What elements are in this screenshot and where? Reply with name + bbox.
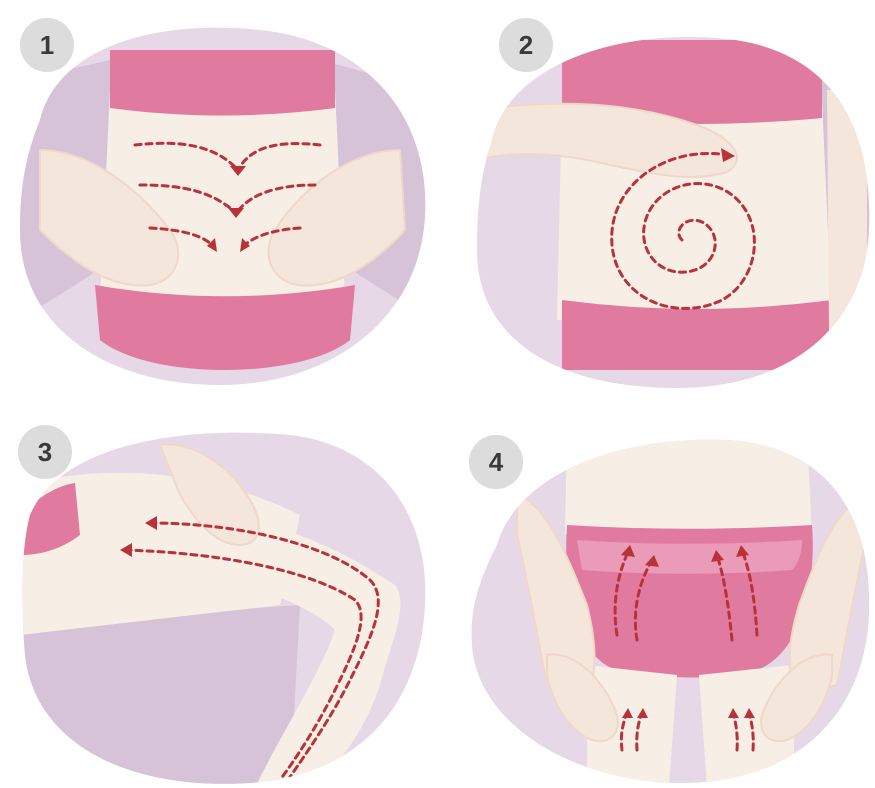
right-side-skin xyxy=(827,90,867,350)
step-3-panel: 3 xyxy=(0,405,437,788)
step-2-panel: 2 xyxy=(437,0,875,390)
underwear-highlight xyxy=(577,540,802,574)
upper-back xyxy=(565,435,812,535)
step-2-number-badge: 2 xyxy=(499,18,553,72)
step-4-panel: 4 xyxy=(437,405,875,788)
top-garment xyxy=(110,50,335,116)
step-1-number-badge: 1 xyxy=(20,18,74,72)
lower-body-shadow xyxy=(20,605,300,788)
step-4-number-badge: 4 xyxy=(469,435,523,489)
step-1-panel: 1 xyxy=(0,0,437,390)
underwear xyxy=(562,300,832,370)
step-3-number-badge: 3 xyxy=(18,425,72,479)
